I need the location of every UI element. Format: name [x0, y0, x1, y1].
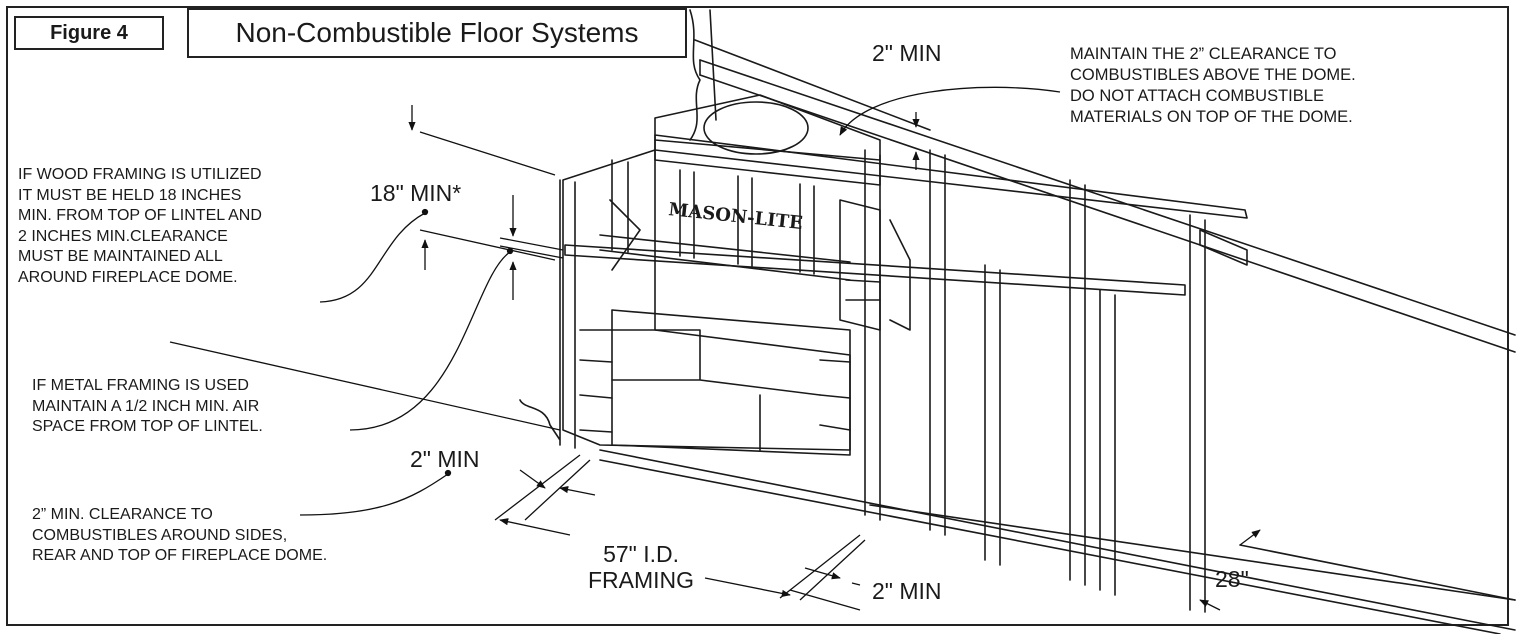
figure-label: Figure 4: [14, 16, 164, 50]
dim-right-side: 2" MIN: [872, 578, 942, 604]
wall-studs: [864, 149, 1206, 613]
leader-wood: [319, 212, 426, 303]
note-sides-clearance: 2” MIN. CLEARANCE TO COMBUSTIBLES AROUND…: [32, 506, 328, 564]
bottom-plate: [599, 449, 1516, 634]
dim-lintel-clearance: 18" MIN*: [370, 180, 462, 206]
leader-sides: [299, 473, 449, 516]
note-metal-framing: IF METAL FRAMING IS USED MAINTAIN A 1/2 …: [32, 377, 263, 435]
firebox-opening: [611, 309, 851, 456]
back-wall: [689, 9, 717, 141]
cross-member: [654, 134, 1248, 219]
dome-top: [654, 94, 881, 161]
dim-stud-depth: 28": [1215, 566, 1249, 592]
figure-title: Non-Combustible Floor Systems: [187, 8, 687, 58]
dim-right-arrow: [804, 567, 841, 580]
top-plate: [699, 59, 1516, 353]
brand-mark: MASON-LITE: [668, 199, 804, 234]
dim-framing-arrow: [499, 518, 571, 536]
fireplace-body: [562, 149, 851, 451]
leader-metal: [349, 251, 511, 431]
note-wood-framing: IF WOOD FRAMING IS UTILIZED IT MUST BE H…: [18, 166, 262, 286]
dim-framing-width: 57" I.D. FRAMING: [588, 541, 695, 593]
dim-left-side: 2" MIN: [410, 446, 480, 472]
note-top-right: MAINTAIN THE 2” CLEARANCE TO COMBUSTIBLE…: [1070, 45, 1356, 126]
dim-depth-arrow: [1199, 599, 1221, 611]
figure-frame: [6, 6, 1509, 626]
dim-top-clearance: 2" MIN: [872, 40, 942, 66]
leader-top-right: [839, 86, 1061, 136]
